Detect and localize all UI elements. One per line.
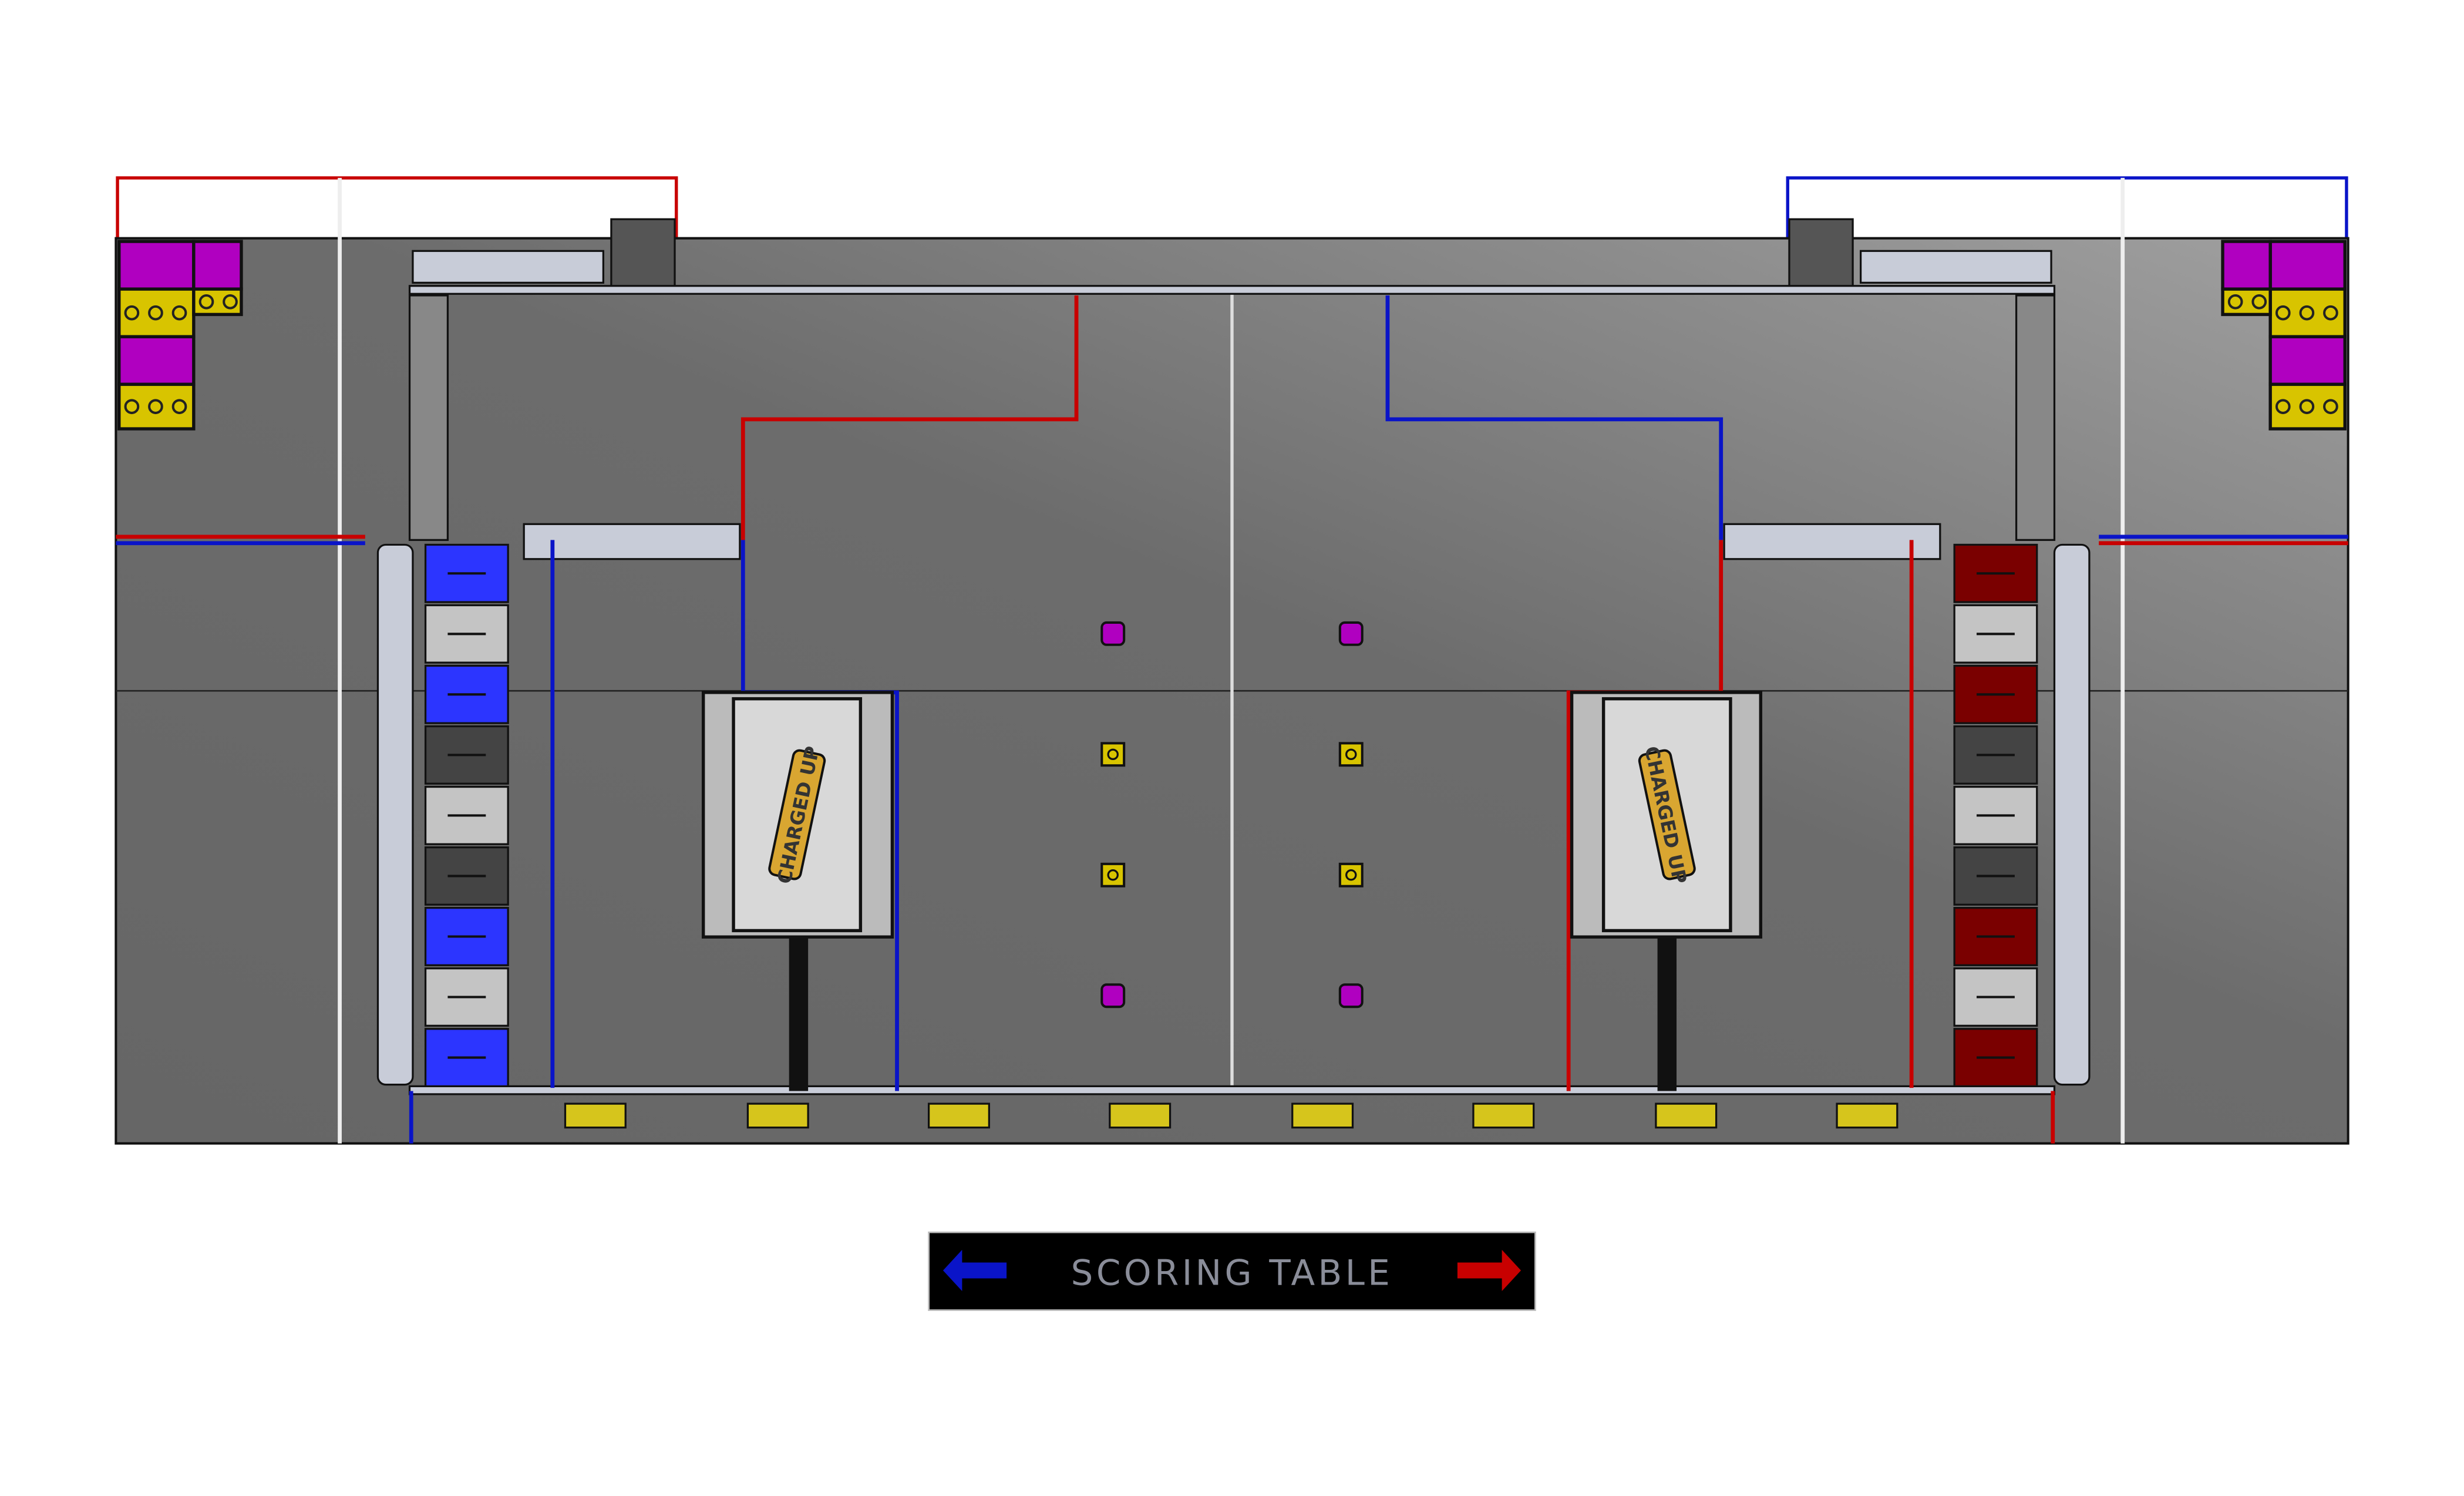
grid-node-red (1953, 664, 2038, 724)
cone-ring (2227, 294, 2243, 310)
cube-stack-icon (2268, 335, 2347, 386)
cone-ring (223, 294, 238, 310)
cone-ring (2323, 305, 2338, 321)
arrow-right-icon (1457, 1249, 1522, 1292)
cone-ring (2299, 399, 2315, 415)
blue-grid (424, 543, 509, 1087)
floor-marker (1291, 1102, 1354, 1129)
cube-stack-icon (2221, 240, 2272, 291)
floor-marker (927, 1102, 990, 1129)
cone-ring (124, 305, 140, 321)
floor-marker (746, 1102, 809, 1129)
cone-tip (1345, 869, 1357, 881)
cone-ring (171, 399, 187, 415)
cone-tip (1107, 748, 1119, 761)
cone-stack-icon (192, 287, 243, 317)
cube-stack-icon (192, 240, 243, 291)
grid-node-red (1953, 1028, 2038, 1087)
cube-stack-icon (117, 240, 196, 291)
floor-marker (1472, 1102, 1535, 1129)
cone-tip (1345, 748, 1357, 761)
cone-tip (1107, 869, 1119, 881)
red-zone-strip (116, 176, 678, 243)
cone-stack-icon (2221, 287, 2272, 317)
floor-marker (564, 1102, 627, 1129)
cone-ring (124, 399, 140, 415)
staged-game-pieces (1100, 621, 1364, 1008)
cone-stack-icon (2268, 287, 2347, 338)
cone-ring (2275, 305, 2291, 321)
cone-ring (148, 305, 163, 321)
floor-marker (1109, 1102, 1172, 1129)
cube-icon (1100, 983, 1126, 1008)
bottom-markers (564, 1102, 1899, 1129)
loading-zone-pieces (117, 240, 2347, 431)
cone-icon (1100, 742, 1126, 767)
arrow-left-icon (942, 1249, 1007, 1292)
scoring-table-label: SCORING TABLE (1071, 1253, 1393, 1293)
guardrails (376, 218, 2091, 1095)
cube-stack-icon (2268, 240, 2347, 291)
grid-node-blue (424, 1028, 509, 1087)
floor-marker (1655, 1102, 1718, 1129)
charge-station-blue: CHARGED UP (701, 691, 894, 1091)
charge-station-red: CHARGED UP (1570, 691, 1763, 1091)
scoring-table-sign: SCORING TABLE (928, 1231, 1536, 1311)
cone-ring (2323, 399, 2338, 415)
cube-icon (1338, 621, 1364, 646)
cone-ring (148, 399, 163, 415)
cone-stack-icon (2268, 382, 2347, 431)
cube-icon (1100, 621, 1126, 646)
cone-ring (2275, 399, 2291, 415)
floor-marker (1836, 1102, 1899, 1129)
cone-ring (198, 294, 214, 310)
cone-stack-icon (117, 287, 196, 338)
cone-icon (1100, 862, 1126, 887)
cone-ring (2251, 294, 2267, 310)
cone-icon (1338, 742, 1364, 767)
cone-ring (171, 305, 187, 321)
blue-zone-strip (1786, 176, 2348, 243)
red-grid (1953, 543, 2038, 1087)
cube-icon (1338, 983, 1364, 1008)
cone-stack-icon (117, 382, 196, 431)
cube-stack-icon (117, 335, 196, 386)
cone-ring (2299, 305, 2315, 321)
cone-icon (1338, 862, 1364, 887)
